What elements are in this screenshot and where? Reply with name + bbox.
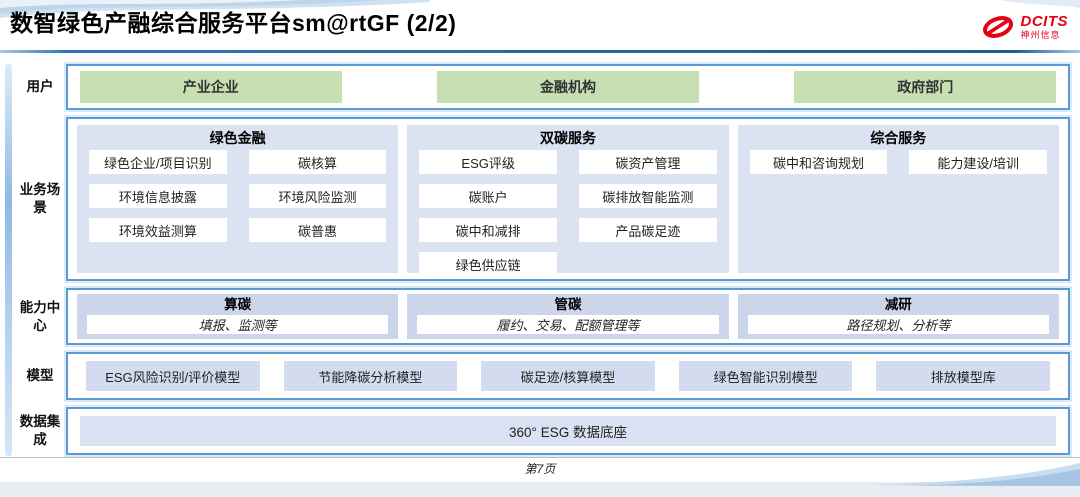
green-finance-panel: 绿色金融 绿色企业/项目识别 碳核算 环境信息披露 环境风险监测 环境效益测算 … <box>77 125 399 273</box>
models-row-body: ESG风险识别/评价模型 节能降碳分析模型 碳足迹/核算模型 绿色智能识别模型 … <box>66 352 1070 400</box>
business-row-body: 绿色金融 绿色企业/项目识别 碳核算 环境信息披露 环境风险监测 环境效益测算 … <box>66 117 1070 281</box>
dual-carbon-panel: 双碳服务 ESG评级 碳资产管理 碳账户 碳排放智能监测 碳中和减排 产品碳足迹… <box>407 125 729 276</box>
comprehensive-grid: 碳中和咨询规划 能力建设/培训 <box>749 150 1047 174</box>
capability-desc: 填报、监测等 <box>87 315 389 334</box>
footer-divider <box>0 457 1080 458</box>
models-row: 模型 ESG风险识别/评价模型 节能降碳分析模型 碳足迹/核算模型 绿色智能识别… <box>14 352 1070 400</box>
slide-header: 数智绿色产融综合服务平台sm@rtGF (2/2) DCITS 神州信息 <box>10 6 1068 41</box>
comprehensive-title: 综合服务 <box>870 130 927 146</box>
logo-brand: DCITS <box>1020 13 1068 30</box>
users-row-body: 产业企业 金融机构 政府部门 <box>66 64 1070 110</box>
capability-row-body: 算碳 填报、监测等 管碳 履约、交易、配额管理等 减研 路径规划、分析等 <box>66 288 1070 345</box>
scenario-item: ESG评级 <box>419 150 557 174</box>
logo-text: DCITS 神州信息 <box>1021 14 1069 40</box>
page-title: 数智绿色产融综合服务平台sm@rtGF (2/2) <box>10 10 457 36</box>
model-box: 碳足迹/核算模型 <box>481 361 655 391</box>
scenario-item: 环境信息披露 <box>89 184 227 208</box>
data-row-body: 360° ESG 数据底座 <box>66 407 1070 455</box>
title-divider <box>0 50 1080 53</box>
dcits-swirl-icon <box>982 16 1013 38</box>
scenario-item: 产品碳足迹 <box>578 218 717 242</box>
scenario-item: 绿色供应链 <box>419 252 557 276</box>
bottom-strip <box>0 482 1080 497</box>
green-finance-grid: 绿色企业/项目识别 碳核算 环境信息披露 环境风险监测 环境效益测算 碳普惠 <box>89 150 387 242</box>
diagram-rows: 用户 产业企业 金融机构 政府部门 业务场景 绿色金融 绿色企业/项目识别 碳核… <box>14 64 1070 456</box>
data-integration-row: 数据集成 360° ESG 数据底座 <box>14 407 1070 455</box>
users-row-label: 用户 <box>26 79 54 95</box>
scenario-item: 绿色企业/项目识别 <box>89 150 227 174</box>
capability-desc: 路径规划、分析等 <box>747 315 1049 334</box>
user-box-government: 政府部门 <box>794 71 1056 103</box>
business-row-label: 业务场景 <box>19 182 61 215</box>
scenario-item: 碳普惠 <box>248 218 387 242</box>
model-box: ESG风险识别/评价模型 <box>86 361 260 391</box>
dcits-logo: DCITS 神州信息 <box>980 14 1069 40</box>
scenario-item: 碳排放智能监测 <box>578 184 717 208</box>
page-number: 第7页 <box>524 462 556 476</box>
data-foundation-box: 360° ESG 数据底座 <box>80 416 1056 446</box>
model-box: 排放模型库 <box>876 361 1050 391</box>
comprehensive-panel: 综合服务 碳中和咨询规划 能力建设/培训 <box>737 125 1059 273</box>
business-scenarios-row: 业务场景 绿色金融 绿色企业/项目识别 碳核算 环境信息披露 环境风险监测 环境… <box>14 117 1070 281</box>
capability-title: 算碳 <box>224 297 252 312</box>
user-box-industry: 产业企业 <box>80 71 342 103</box>
scenario-item: 环境风险监测 <box>248 184 387 208</box>
logo-subtitle: 神州信息 <box>1020 30 1061 40</box>
capability-desc: 履约、交易、配额管理等 <box>417 315 719 334</box>
users-row: 用户 产业企业 金融机构 政府部门 <box>14 64 1070 110</box>
model-box: 节能降碳分析模型 <box>283 361 458 391</box>
scenario-item: 碳账户 <box>419 184 557 208</box>
dual-carbon-title: 双碳服务 <box>539 130 596 146</box>
models-row-label: 模型 <box>26 368 54 384</box>
capability-panel-calc: 算碳 填报、监测等 <box>77 294 399 339</box>
capability-panel-reduce: 减研 路径规划、分析等 <box>737 294 1059 339</box>
scenario-item: 能力建设/培训 <box>909 150 1047 174</box>
capability-center-row: 能力中心 算碳 填报、监测等 管碳 履约、交易、配额管理等 减研 路径规划、分析… <box>14 288 1070 345</box>
diagram-area: 用户 产业企业 金融机构 政府部门 业务场景 绿色金融 绿色企业/项目识别 碳核… <box>5 64 1070 456</box>
model-box: 绿色智能识别模型 <box>678 361 853 391</box>
scenario-item: 碳核算 <box>248 150 387 174</box>
scenario-item: 环境效益测算 <box>89 218 227 242</box>
left-accent-bar <box>5 64 12 456</box>
green-finance-title: 绿色金融 <box>209 130 266 146</box>
data-row-label: 数据集成 <box>19 414 61 447</box>
capability-title: 减研 <box>884 297 912 312</box>
scenario-item: 碳中和咨询规划 <box>749 150 888 174</box>
scenario-item: 碳资产管理 <box>578 150 717 174</box>
capability-panel-manage: 管碳 履约、交易、配额管理等 <box>407 294 729 339</box>
user-box-finance: 金融机构 <box>437 71 699 103</box>
capability-title: 管碳 <box>554 297 582 312</box>
dual-carbon-grid: ESG评级 碳资产管理 碳账户 碳排放智能监测 碳中和减排 产品碳足迹 绿色供应… <box>419 150 717 276</box>
capability-row-label: 能力中心 <box>19 299 61 333</box>
scenario-item: 碳中和减排 <box>419 218 557 242</box>
